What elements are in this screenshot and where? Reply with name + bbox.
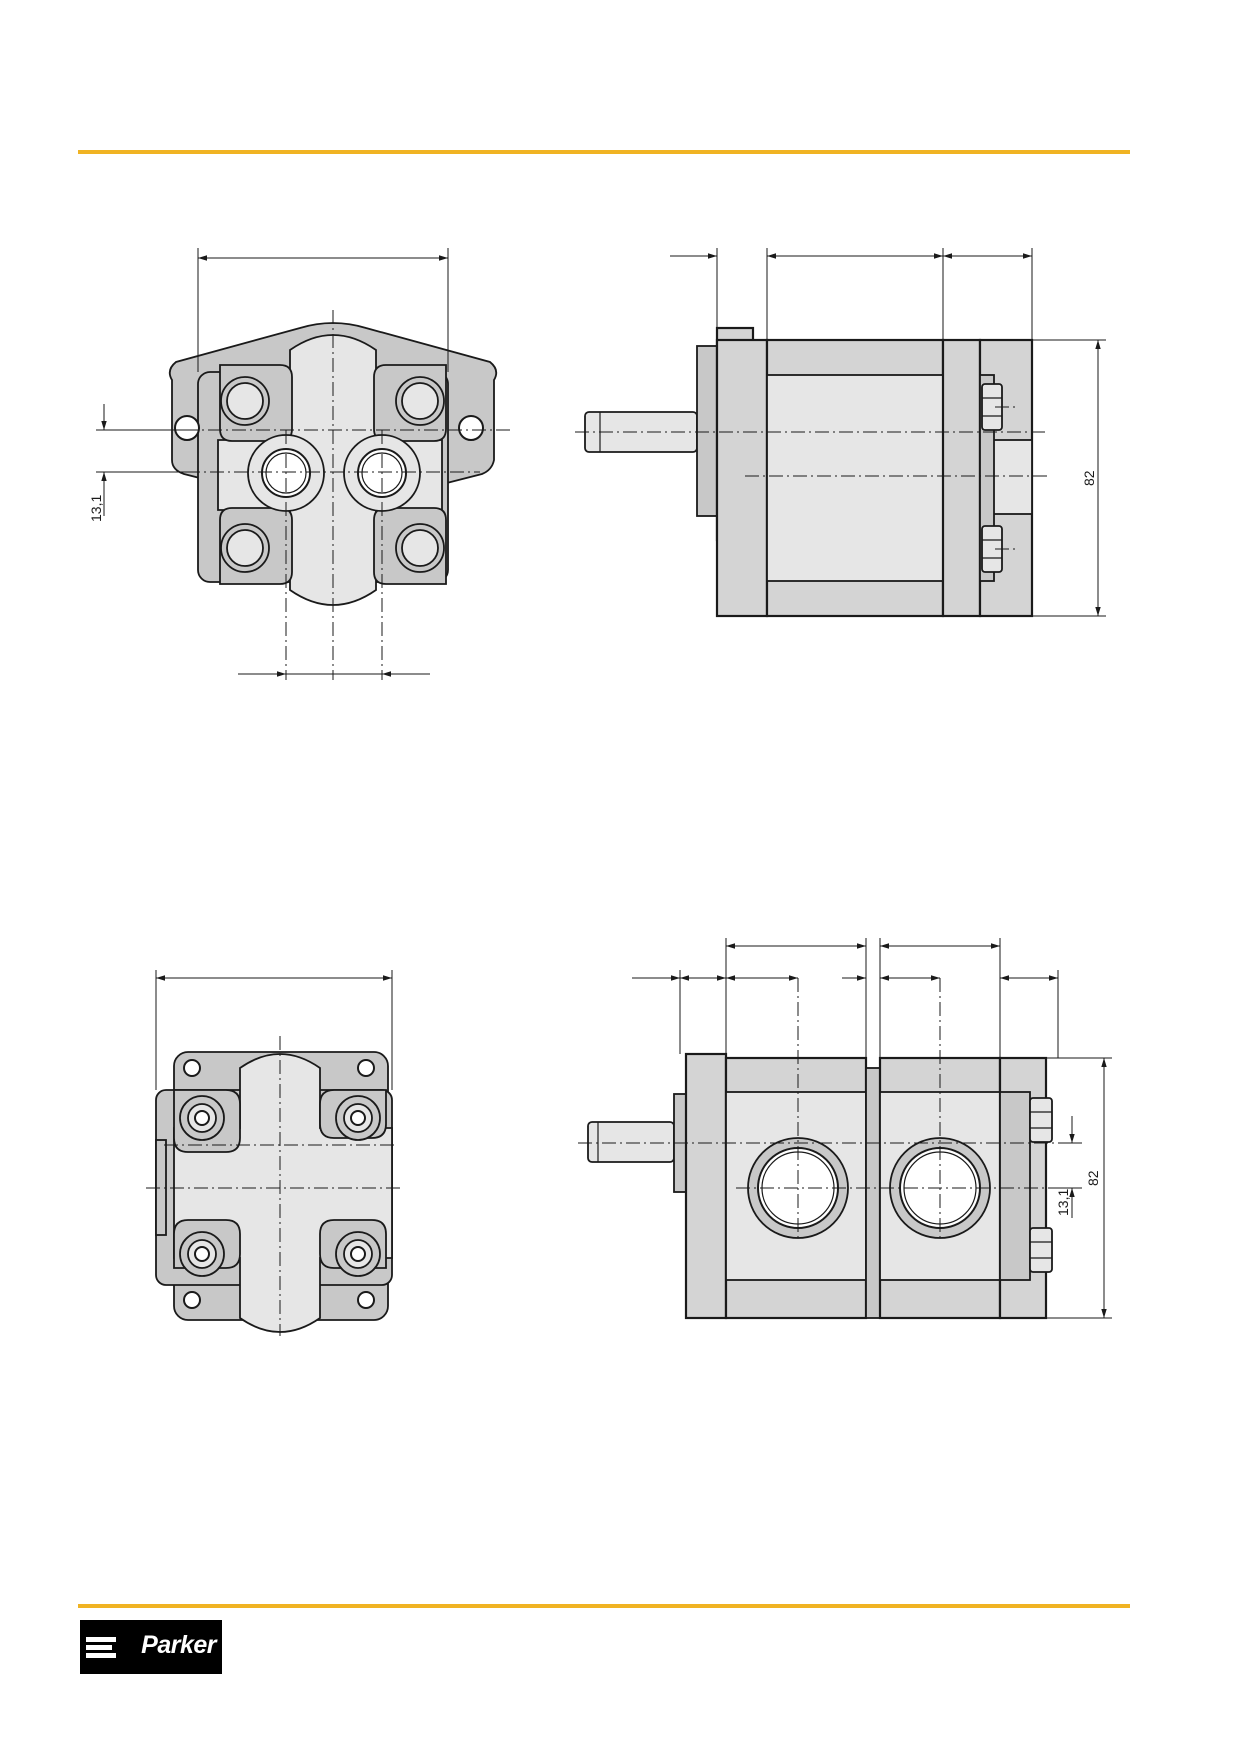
logo-text: Parker xyxy=(141,1631,216,1659)
double-side-offset-label: 13,1 xyxy=(1055,1189,1071,1216)
single-side-height-label: 82 xyxy=(1081,470,1097,486)
parker-logo: Parker xyxy=(80,1620,222,1674)
double-pump-side-view: 82 13,1 xyxy=(578,938,1112,1320)
bottom-rule xyxy=(78,1604,1130,1608)
single-pump-side-view: 82 xyxy=(575,248,1106,618)
logo-bar-middle xyxy=(86,1645,112,1650)
single-pump-front-view: 13,1 xyxy=(88,248,510,680)
logo-bar-top xyxy=(86,1637,116,1642)
double-pump-front-view xyxy=(146,970,402,1336)
single-front-offset-label: 13,1 xyxy=(88,495,104,522)
double-side-height-label: 82 xyxy=(1085,1170,1101,1186)
top-rule xyxy=(78,150,1130,154)
logo-bar-bottom xyxy=(86,1653,116,1658)
